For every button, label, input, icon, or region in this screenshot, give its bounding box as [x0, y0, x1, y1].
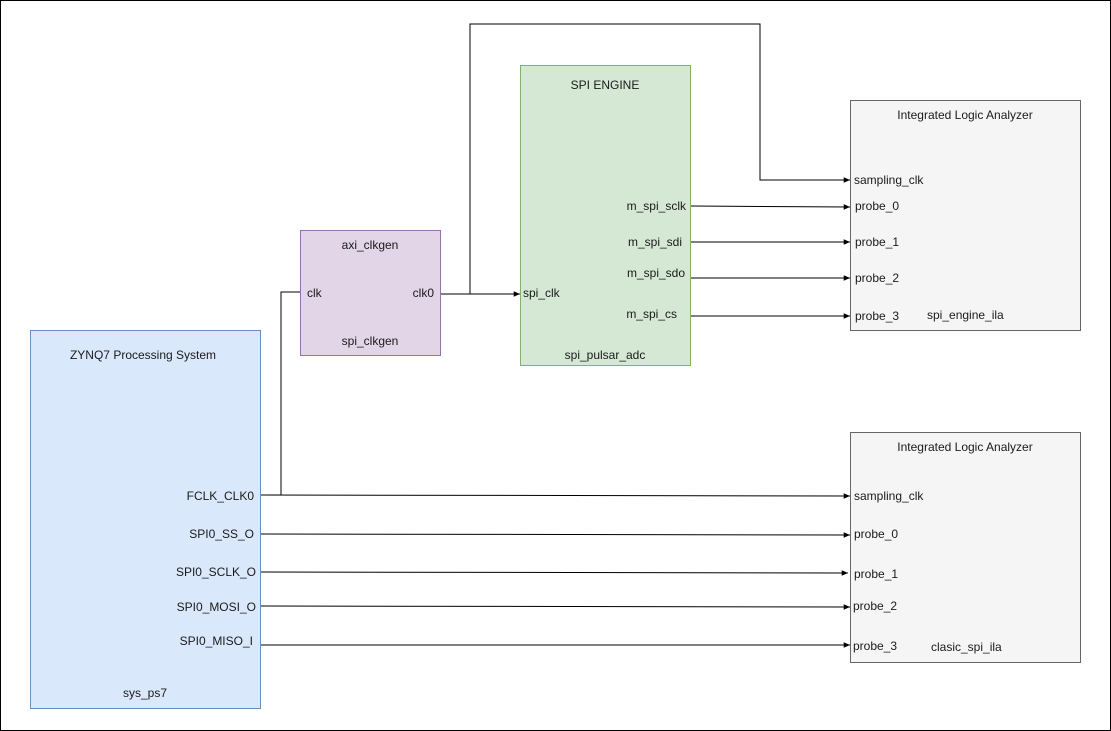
- wire-sclk-to-probe-1: [260, 570, 849, 576]
- ps7-instance-name: sys_ps7: [122, 686, 168, 700]
- axi-clkgen-block[interactable]: [300, 230, 441, 356]
- ila-clasic-port-probe-3: probe_3: [853, 639, 898, 653]
- clkgen-instance-name: spi_clkgen: [341, 334, 399, 348]
- spi-engine-port-m-spi-sdi: m_spi_sdi: [627, 235, 682, 249]
- spi-engine-instance-name: spi_pulsar_adc: [564, 348, 646, 362]
- ila-spi-engine-port-probe-0: probe_0: [855, 199, 900, 213]
- ila-clasic-spi-block[interactable]: [850, 432, 1081, 663]
- clkgen-port-clk: clk: [307, 286, 322, 300]
- spi-engine-port-m-spi-sclk: m_spi_sclk: [626, 199, 686, 213]
- ps7-port-fclk-clk0: FCLK_CLK0: [186, 489, 254, 503]
- ps7-port-spi0-miso-i: SPI0_MISO_I: [179, 634, 253, 648]
- ila-spi-engine-instance-name: spi_engine_ila: [927, 308, 1004, 322]
- wire-mosi-to-probe-2: [260, 604, 851, 610]
- ila-spi-engine-port-probe-3: probe_3: [855, 309, 900, 323]
- ila-clasic-title: Integrated Logic Analyzer: [897, 440, 1033, 454]
- ila-clasic-instance-name: clasic_spi_ila: [931, 640, 1002, 654]
- ila-clasic-port-sampling-clk: sampling_clk: [854, 489, 924, 503]
- ps7-port-spi0-sclk-o: SPI0_SCLK_O: [175, 565, 256, 579]
- spi-engine-title: SPI ENGINE: [570, 78, 640, 92]
- ila-spi-engine-title: Integrated Logic Analyzer: [897, 108, 1033, 122]
- wire-clk0-to-engine-sampling-clk: [469, 23, 850, 294]
- spi-engine-port-spi-clk: spi_clk: [523, 286, 560, 300]
- ila-clasic-port-probe-1: probe_1: [854, 567, 899, 581]
- wire-fclk-to-clasic-sampling-clk: [260, 493, 851, 499]
- clkgen-title: axi_clkgen: [341, 238, 399, 252]
- ila-clasic-port-probe-2: probe_2: [853, 599, 898, 613]
- ps7-port-spi0-ss-o: SPI0_SS_O: [189, 527, 254, 541]
- ila-spi-engine-block[interactable]: [850, 100, 1081, 331]
- spi-engine-block[interactable]: [520, 65, 691, 366]
- wire-ss-to-probe-0: [260, 532, 851, 538]
- spi-engine-port-m-spi-sdo: m_spi_sdo: [626, 266, 685, 280]
- clkgen-port-clk0: clk0: [412, 286, 434, 300]
- ila-clasic-port-probe-0: probe_0: [854, 527, 899, 541]
- ps7-port-spi0-mosi-o: SPI0_MOSI_O: [176, 600, 256, 614]
- spi-engine-port-m-spi-cs: m_spi_cs: [626, 307, 677, 321]
- ps7-title: ZYNQ7 Processing System: [69, 348, 217, 362]
- wire-fclk-to-clkgen: [261, 291, 300, 496]
- zynq-ps7-block[interactable]: [30, 330, 261, 709]
- ila-spi-engine-port-sampling-clk: sampling_clk: [854, 173, 924, 187]
- ila-spi-engine-port-probe-2: probe_2: [855, 271, 900, 285]
- wire-sclk-to-engine-probe-0: [690, 204, 851, 210]
- ila-spi-engine-port-probe-1: probe_1: [855, 235, 900, 249]
